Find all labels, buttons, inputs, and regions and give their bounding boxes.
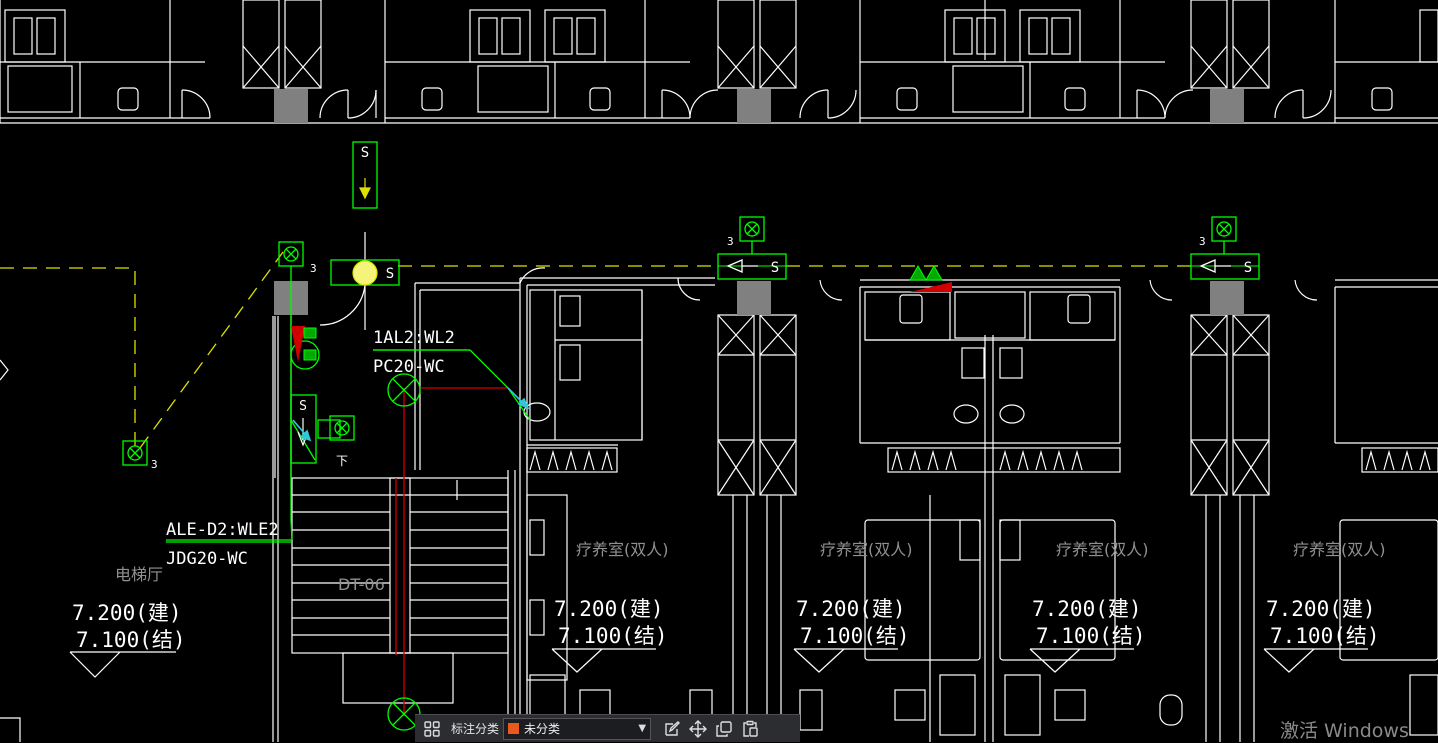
caret-down-icon: ▼	[638, 723, 647, 734]
circuit-label: 1AL2:WL2	[373, 328, 455, 348]
stair-label: DT-06	[338, 575, 385, 594]
circuit-label: ALE-D2:WLE2	[166, 520, 279, 540]
circuit-annotations: 1AL2:WL2 PC20-WC ALE-D2:WLE2 JDG20-WC	[166, 328, 455, 569]
room-labels: 电梯厅 疗养室(双人) 疗养室(双人) 疗养室(双人) 疗养室(双人) DT-0…	[115, 540, 1386, 594]
s-label: S	[386, 266, 394, 282]
elevation-struct: 7.100(结)	[1036, 624, 1146, 648]
elevation-struct: 7.100(结)	[1270, 624, 1380, 648]
elevator-lobby	[0, 232, 366, 742]
s-label: S	[299, 399, 307, 414]
exit-sign-1: S	[717, 253, 787, 280]
top-rooms	[0, 0, 1438, 124]
elevation-struct: 7.100(结)	[800, 624, 910, 648]
room-label: 电梯厅	[115, 565, 163, 584]
elevation-struct: 7.100(结)	[558, 624, 668, 648]
s-switch-top: S	[352, 141, 378, 209]
elevation-struct: 7.100(结)	[76, 628, 186, 652]
move-icon[interactable]	[685, 716, 711, 742]
switch-lower: S 下	[290, 394, 348, 468]
activation-watermark: 激活 Windows	[1280, 720, 1409, 742]
copy-icon[interactable]	[711, 716, 737, 742]
count-mark: 3	[1199, 235, 1206, 248]
circuit-label: PC20-WC	[373, 357, 445, 377]
s-label: S	[1244, 260, 1252, 276]
lamp-symbol: S	[330, 259, 400, 286]
category-select[interactable]: 未分类 ▼	[503, 717, 652, 740]
count-marks: 3 3 3 3	[151, 235, 1206, 471]
category-swatch	[508, 723, 520, 734]
count-mark: 3	[727, 235, 734, 248]
elevation-arch: 7.200(建)	[1032, 597, 1142, 621]
s-label: S	[771, 260, 779, 276]
annotation-toolbar: 标注分类 未分类 ▼	[415, 714, 800, 742]
s-label: S	[361, 145, 369, 161]
elevation-marks: 7.200(建) 7.100(结) 7.200(建) 7.100(结) 7.20…	[72, 597, 1380, 652]
middle-rooms	[414, 267, 1438, 742]
category-value: 未分类	[524, 722, 561, 736]
room-label: 疗养室(双人)	[820, 540, 913, 559]
room-label: 疗养室(双人)	[1293, 540, 1386, 559]
elevation-triangles	[69, 648, 1368, 678]
count-mark: 3	[310, 262, 317, 275]
stair-red-rail	[395, 387, 508, 716]
elevation-arch: 7.200(建)	[796, 597, 906, 621]
wiring-dashed	[0, 251, 1192, 449]
elevation-arch: 7.200(建)	[554, 597, 664, 621]
category-label: 标注分类	[451, 722, 500, 736]
stair-down-mark: 下	[336, 454, 348, 468]
wiring-solid	[166, 266, 531, 541]
room-label: 疗养室(双人)	[576, 540, 669, 559]
exit-sign-2: S	[1190, 253, 1260, 280]
count-mark: 3	[151, 458, 158, 471]
circuit-label: JDG20-WC	[166, 549, 248, 569]
edit-icon[interactable]	[659, 716, 685, 742]
elevation-arch: 7.200(建)	[72, 601, 182, 625]
red-markers	[291, 264, 952, 362]
paste-icon[interactable]	[737, 716, 763, 742]
light-fixtures	[290, 340, 421, 731]
detector-boxes	[122, 216, 1237, 466]
elevation-arch: 7.200(建)	[1266, 597, 1376, 621]
cyan-arrows	[292, 387, 530, 442]
room-label: 疗养室(双人)	[1056, 540, 1149, 559]
shaft-columns	[242, 0, 1270, 742]
stair	[291, 477, 509, 704]
grid-icon[interactable]	[419, 716, 445, 742]
